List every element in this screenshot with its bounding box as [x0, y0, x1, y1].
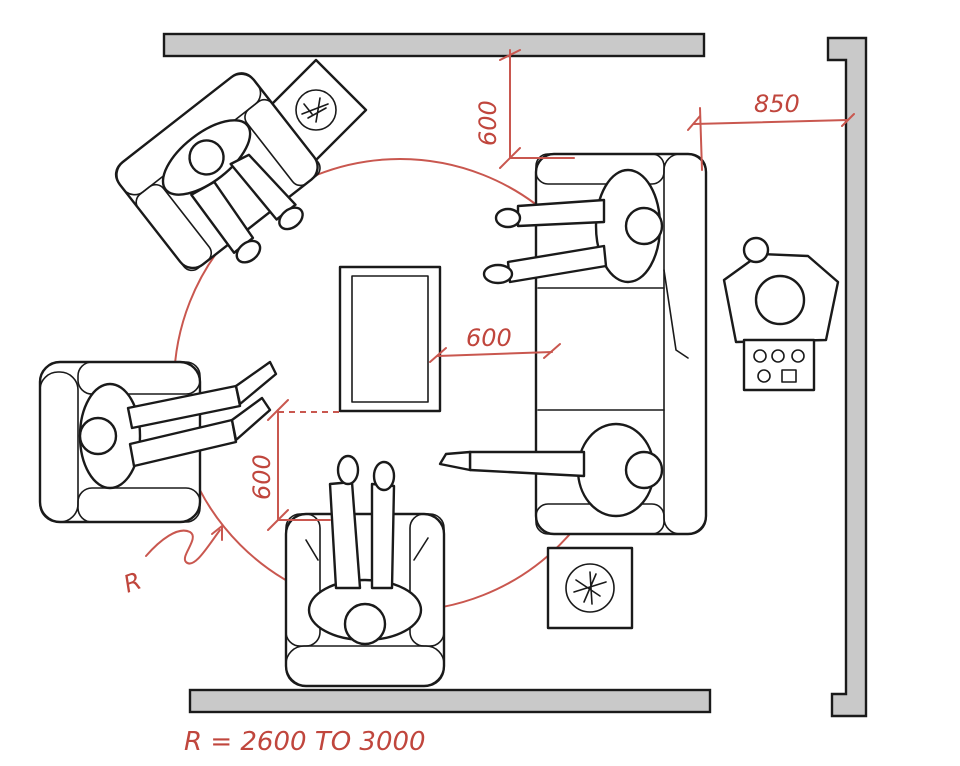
radius-note: R = 2600 TO 3000	[184, 727, 426, 757]
standing-person-with-tray	[722, 236, 840, 392]
dimension-wall-passage: 850	[687, 90, 855, 171]
plant-bottom	[546, 546, 634, 630]
dim-label-table-sofa: 600	[466, 324, 512, 352]
dim-label-wall-passage: 850	[754, 90, 800, 118]
sofa	[438, 152, 708, 536]
wall-right	[826, 36, 868, 718]
walls	[162, 32, 868, 718]
radius-marker-label: R	[120, 567, 145, 599]
dim-label-top-clearance: 600	[474, 100, 502, 146]
dimension-top-clearance: 600	[474, 49, 575, 169]
dimension-table-sofa: 600	[429, 324, 561, 363]
armchair-top-left	[114, 72, 321, 272]
coffee-table	[338, 265, 442, 413]
armchair-bottom	[284, 454, 446, 688]
wall-bottom	[188, 688, 712, 714]
radius-marker: R	[120, 525, 223, 599]
dimension-table-armchair: 600	[248, 399, 340, 531]
dim-label-table-armchair: 600	[248, 454, 276, 500]
armchair-left	[38, 360, 278, 524]
wall-top	[162, 32, 706, 58]
